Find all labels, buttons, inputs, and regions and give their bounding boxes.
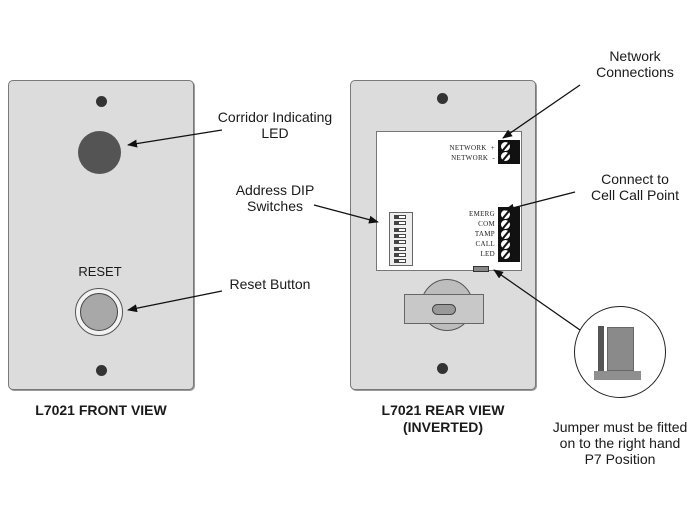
reset-button-callout: Reset Button — [229, 276, 311, 292]
dip-switch-position[interactable] — [394, 259, 406, 264]
dip-switch-position[interactable] — [394, 240, 406, 245]
dip-callout: Address DIP Switches — [225, 182, 325, 214]
dip-switch-knob — [395, 216, 399, 218]
mounting-hole-top — [96, 96, 107, 107]
call-point-callout-line1: Connect to — [601, 171, 669, 187]
terminal-screw — [501, 220, 510, 229]
pcb-board: NETWORK + NETWORK - EMERG COM TAMP CALL … — [376, 131, 522, 271]
address-dip-switch[interactable] — [389, 212, 413, 266]
terminal-label-network-plus: NETWORK + — [449, 144, 495, 152]
jumper-pin — [598, 326, 604, 372]
dip-switch-position[interactable] — [394, 221, 406, 226]
call-point-arrow — [504, 191, 576, 212]
terminal-screw — [501, 230, 510, 239]
mounting-hole-top — [437, 93, 448, 104]
led-callout-line2: LED — [261, 125, 289, 141]
network-callout-line2: Connections — [596, 64, 674, 80]
dip-switch-knob — [395, 234, 399, 237]
network-callout: Network Connections — [580, 48, 690, 80]
corridor-led — [78, 131, 121, 174]
dip-switch-knob — [395, 247, 399, 250]
jumper-callout-line1: Jumper must be fitted — [552, 419, 688, 435]
front-view-caption: L7021 FRONT VIEW — [35, 402, 167, 418]
dip-switch-knob — [395, 228, 399, 231]
terminal-label-led: LED — [480, 250, 495, 258]
dip-switch-position[interactable] — [394, 227, 406, 232]
terminal-label-call: CALL — [475, 240, 495, 248]
mounting-hole-bottom — [96, 365, 107, 376]
p7-jumper-header[interactable] — [473, 266, 489, 272]
rear-view-caption-line2: (INVERTED) — [402, 419, 484, 435]
jumper-detail-circle — [574, 306, 666, 398]
dip-switch-knob — [395, 222, 399, 225]
jumper-base — [594, 371, 641, 380]
terminal-label-tamp: TAMP — [474, 230, 495, 238]
call-point-callout-line2: Cell Call Point — [591, 187, 679, 203]
reset-button[interactable] — [80, 293, 118, 331]
jumper-callout-line2: on to the right hand — [559, 435, 681, 451]
dip-callout-line2: Switches — [246, 198, 304, 214]
terminal-label-emerg: EMERG — [469, 210, 495, 218]
terminal-label-network-minus: NETWORK - — [451, 154, 495, 162]
terminal-screw — [501, 210, 510, 219]
key-switch-slot[interactable] — [432, 304, 456, 315]
reset-button-ring[interactable] — [75, 288, 123, 336]
terminal-screw — [501, 250, 510, 259]
jumper-arrow — [493, 269, 581, 331]
dip-switch-position[interactable] — [394, 252, 406, 257]
reset-arrow — [127, 290, 223, 313]
terminal-screw — [501, 142, 510, 151]
dip-arrow — [313, 204, 379, 224]
reset-label: RESET — [78, 264, 122, 279]
dip-switch-knob — [395, 260, 399, 263]
jumper-callout-line3: P7 Position — [584, 451, 656, 467]
rear-view-caption: L7021 REAR VIEW (INVERTED) — [350, 402, 536, 436]
terminal-screw — [501, 152, 510, 161]
network-callout-line1: Network — [609, 48, 661, 64]
jumper-callout: Jumper must be fitted on to the right ha… — [550, 419, 690, 467]
network-terminal-block — [498, 140, 520, 164]
network-arrow — [502, 84, 581, 139]
dip-switch-position[interactable] — [394, 246, 406, 251]
led-arrow — [127, 129, 223, 148]
led-callout-line1: Corridor Indicating — [217, 109, 333, 125]
led-callout: Corridor Indicating LED — [200, 109, 350, 141]
front-panel: RESET — [8, 80, 194, 390]
dip-switch-position[interactable] — [394, 215, 406, 219]
mounting-hole-bottom — [437, 363, 448, 374]
terminal-label-com: COM — [478, 220, 495, 228]
terminal-screw — [501, 240, 510, 249]
call-point-callout: Connect to Cell Call Point — [570, 171, 700, 203]
rear-view-caption-line1: L7021 REAR VIEW — [381, 402, 505, 418]
dip-switch-knob — [395, 241, 399, 244]
dip-callout-line1: Address DIP — [235, 182, 315, 198]
dip-switch-position[interactable] — [394, 233, 406, 238]
call-point-terminal-block — [498, 207, 520, 262]
jumper-cap — [607, 327, 634, 371]
dip-switch-knob — [395, 253, 399, 256]
key-switch-bracket — [404, 294, 484, 324]
